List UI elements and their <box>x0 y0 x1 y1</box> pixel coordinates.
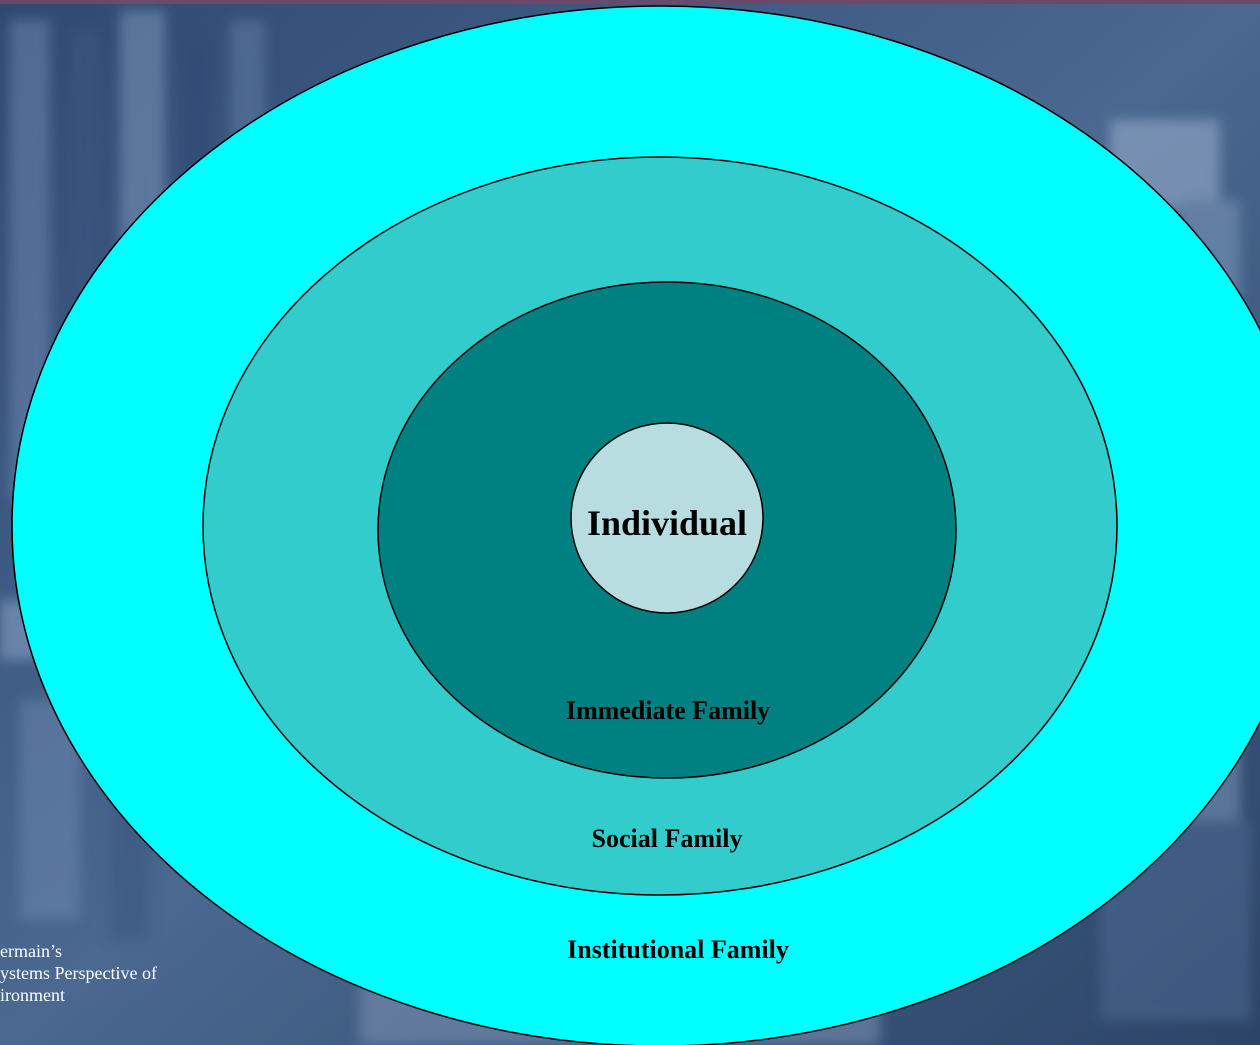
caption-line-1: ermain’s <box>0 941 62 961</box>
individual-circle <box>570 422 764 614</box>
caption-line-3: ironment <box>0 985 65 1005</box>
slide-caption: ermain’s ystems Perspective of ironment <box>0 940 260 1006</box>
immediate-family-label: Immediate Family <box>566 696 770 725</box>
institutional-family-label: Institutional Family <box>567 935 789 964</box>
social-family-label: Social Family <box>592 824 743 853</box>
caption-line-2: ystems Perspective of <box>0 963 157 983</box>
individual-label: Individual <box>587 503 747 543</box>
